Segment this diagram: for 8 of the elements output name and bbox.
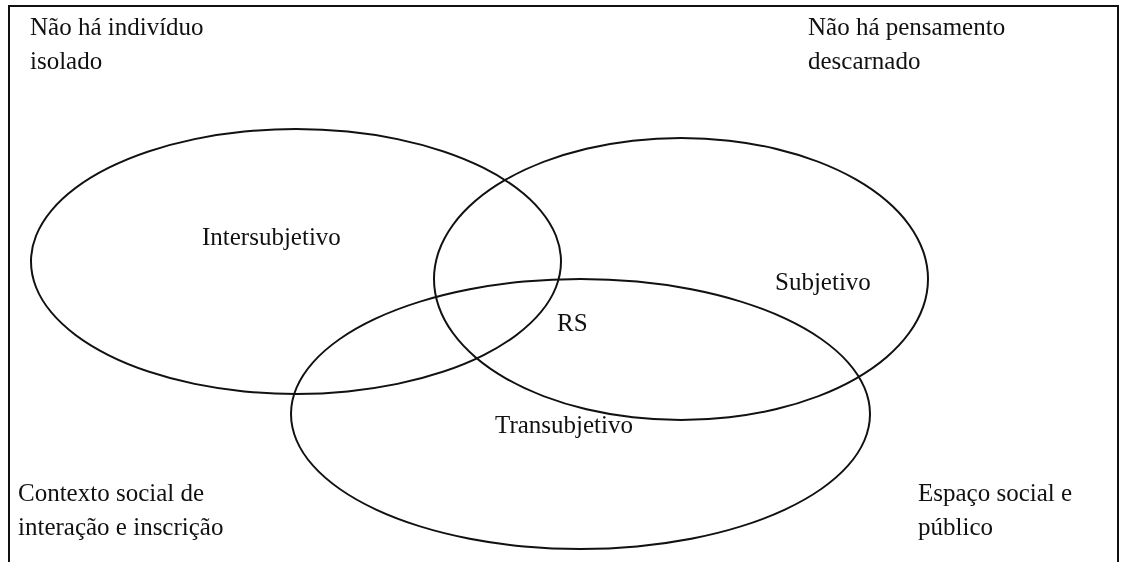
annotation-text: Não há pensamento descarnado: [808, 12, 1007, 76]
annotation-text: Não há indivíduo isolado: [30, 12, 205, 76]
annotation-text: Contexto social de interação e inscrição: [18, 478, 225, 542]
annotation-text: Espaço social e público: [918, 478, 1074, 542]
ellipse-label: Transubjetivo: [495, 410, 633, 440]
ellipse-label: Subjetivo: [775, 267, 871, 297]
annotation-text: RS: [557, 308, 589, 338]
ellipse-label: Intersubjetivo: [202, 222, 341, 252]
